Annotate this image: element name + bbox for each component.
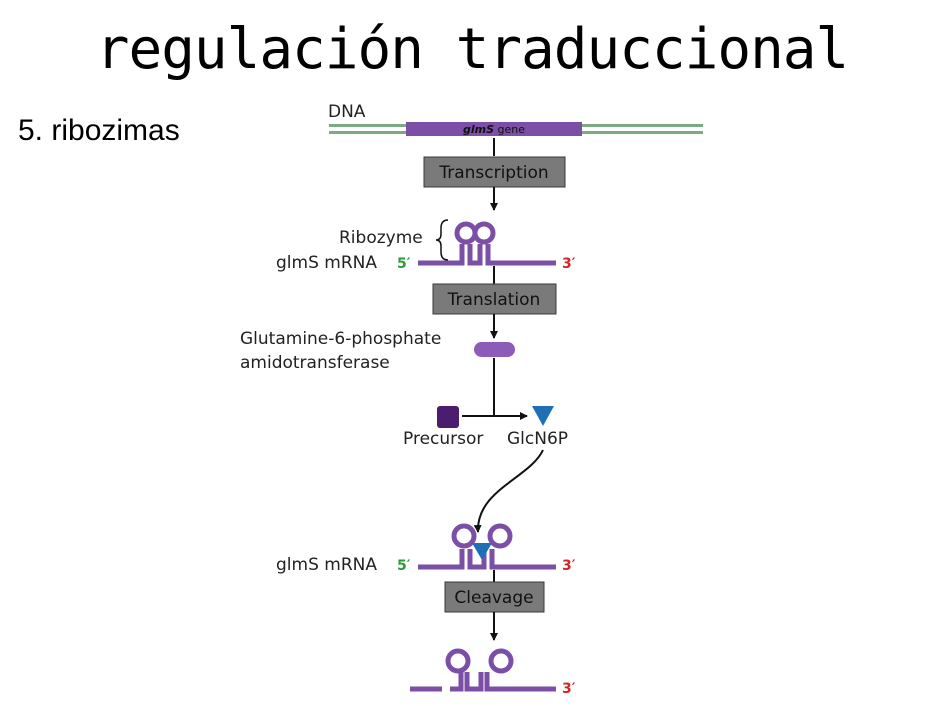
cleavage-label: Cleavage (454, 588, 533, 608)
slide-subtitle: 5. ribozimas (18, 114, 180, 147)
precursor-shape (437, 406, 459, 428)
gene-suffix: gene (494, 123, 525, 136)
enzyme-label-line2: amidotransferase (240, 353, 390, 373)
three-prime-1: 3′ (562, 256, 576, 272)
dna-strand (329, 122, 703, 136)
enzyme-label-line1: Glutamine-6-phosphate (240, 329, 441, 349)
five-prime-1: 5′ (397, 256, 411, 272)
binding-arrow (473, 449, 544, 533)
enzyme-shape (474, 342, 515, 357)
translation-step: Translation (432, 283, 557, 315)
cleavage-step: Cleavage (444, 581, 545, 613)
gene-label: glmS gene (463, 123, 525, 136)
transcription-label: Transcription (438, 163, 548, 183)
cleaved-3-fragment (450, 672, 556, 692)
ribozyme-brace (435, 219, 449, 261)
five-prime-2: 5′ (397, 558, 411, 574)
cleaved-mrna (410, 648, 556, 692)
three-prime-2: 3′ (562, 558, 576, 574)
mrna-label-2: glmS mRNA (276, 555, 377, 575)
mrna-label-1: glmS mRNA (276, 253, 377, 273)
glcn6p-shape (532, 406, 554, 426)
product-label: GlcN6P (507, 429, 568, 449)
transcription-step: Transcription (423, 156, 566, 188)
glms-mrna-2 (418, 523, 556, 570)
three-prime-3: 3′ (562, 681, 576, 697)
translation-label: Translation (447, 290, 541, 310)
ribozyme-label: Ribozyme (339, 228, 423, 248)
glms-gene-segment (406, 122, 582, 136)
slide-title: regulación traduccional (95, 17, 849, 82)
glms-mrna-1 (418, 221, 556, 266)
dna-label: DNA (328, 102, 366, 122)
gene-name: glmS (463, 123, 494, 136)
bound-glcn6p (472, 543, 492, 560)
precursor-label: Precursor (403, 429, 483, 449)
